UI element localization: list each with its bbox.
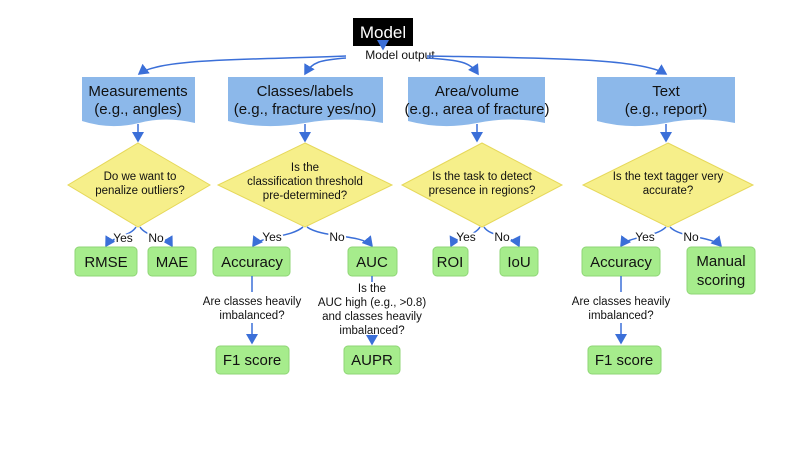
svg-text:classification threshold: classification threshold	[247, 176, 363, 188]
svg-text:AUC: AUC	[356, 254, 388, 271]
svg-text:Is the: Is the	[291, 162, 319, 174]
model-label: Model	[360, 23, 406, 42]
svg-text:pre-determined?: pre-determined?	[263, 190, 347, 202]
svg-text:Text: Text	[652, 83, 680, 100]
svg-text:(e.g., fracture yes/no): (e.g., fracture yes/no)	[234, 101, 377, 118]
category-area: Area/volume (e.g., area of fracture)	[404, 77, 550, 127]
question-threshold: Is the classification threshold pre-dete…	[216, 142, 394, 228]
svg-text:Yes: Yes	[113, 231, 133, 245]
question-tagger: Is the text tagger very accurate?	[581, 142, 755, 228]
model-output-label: Model output	[365, 48, 435, 62]
arrow-to-text	[426, 55, 668, 75]
svg-text:Yes: Yes	[262, 230, 282, 244]
svg-text:Area/volume: Area/volume	[435, 83, 519, 100]
svg-text:AUPR: AUPR	[351, 352, 393, 369]
svg-text:Classes/labels: Classes/labels	[257, 83, 354, 100]
svg-text:Manual: Manual	[696, 253, 745, 270]
svg-text:penalize outliers?: penalize outliers?	[95, 185, 185, 197]
svg-text:scoring: scoring	[697, 272, 745, 289]
svg-text:imbalanced?: imbalanced?	[588, 310, 653, 322]
svg-text:(e.g., area of fracture): (e.g., area of fracture)	[404, 101, 549, 118]
metric-aupr: AUPR	[343, 345, 401, 375]
followup-question-auc: Is the	[358, 283, 386, 295]
svg-text:RMSE: RMSE	[84, 254, 127, 271]
svg-text:No: No	[494, 230, 510, 244]
svg-text:MAE: MAE	[156, 254, 189, 271]
category-classes: Classes/labels (e.g., fracture yes/no)	[228, 77, 383, 127]
metric-roi: ROI	[432, 246, 469, 277]
svg-text:Yes: Yes	[635, 230, 655, 244]
svg-text:Yes: Yes	[456, 230, 476, 244]
svg-text:F1 score: F1 score	[223, 352, 281, 369]
svg-text:and classes heavily: and classes heavily	[322, 311, 422, 323]
svg-text:AUC high (e.g., >0.8): AUC high (e.g., >0.8)	[318, 297, 427, 309]
svg-text:presence in regions?: presence in regions?	[429, 185, 536, 197]
metric-rmse: RMSE	[74, 246, 138, 277]
svg-text:Is the text tagger very: Is the text tagger very	[613, 171, 724, 183]
svg-text:(e.g., report): (e.g., report)	[625, 101, 708, 118]
followup-question-classes: Are classes heavily	[203, 296, 302, 308]
svg-text:F1 score: F1 score	[595, 352, 653, 369]
svg-text:accurate?: accurate?	[643, 185, 694, 197]
svg-text:Is the task to detect: Is the task to detect	[432, 171, 533, 183]
svg-text:imbalanced?: imbalanced?	[219, 310, 284, 322]
svg-text:Measurements: Measurements	[88, 83, 187, 100]
metric-mae: MAE	[147, 246, 197, 277]
arrow-to-measurements	[137, 55, 347, 75]
arrow-to-classes	[304, 57, 347, 76]
svg-text:(e.g., angles): (e.g., angles)	[94, 101, 182, 118]
category-text: Text (e.g., report)	[597, 77, 735, 127]
metric-manual-scoring: Manual scoring	[686, 246, 756, 295]
svg-text:Accuracy: Accuracy	[590, 254, 652, 271]
question-outliers: Do we want to penalize outliers?	[67, 142, 211, 228]
svg-text:No: No	[329, 230, 345, 244]
svg-text:IoU: IoU	[507, 254, 530, 271]
metric-f1-text: F1 score	[587, 345, 662, 375]
svg-text:No: No	[148, 231, 164, 245]
metric-accuracy-classes: Accuracy	[212, 246, 291, 277]
metric-accuracy-text: Accuracy	[581, 246, 661, 277]
arrow-to-area	[426, 57, 479, 76]
category-measurements: Measurements (e.g., angles)	[82, 77, 195, 127]
svg-text:imbalanced?: imbalanced?	[339, 325, 404, 337]
svg-text:No: No	[683, 230, 699, 244]
svg-text:Do we want to: Do we want to	[104, 171, 177, 183]
svg-text:Accuracy: Accuracy	[221, 254, 283, 271]
svg-text:ROI: ROI	[437, 254, 464, 271]
metric-iou: IoU	[499, 246, 539, 277]
metric-auc: AUC	[347, 246, 398, 277]
metric-f1-classes: F1 score	[215, 345, 290, 375]
followup-question-text: Are classes heavily	[572, 296, 671, 308]
question-regions: Is the task to detect presence in region…	[400, 142, 564, 228]
